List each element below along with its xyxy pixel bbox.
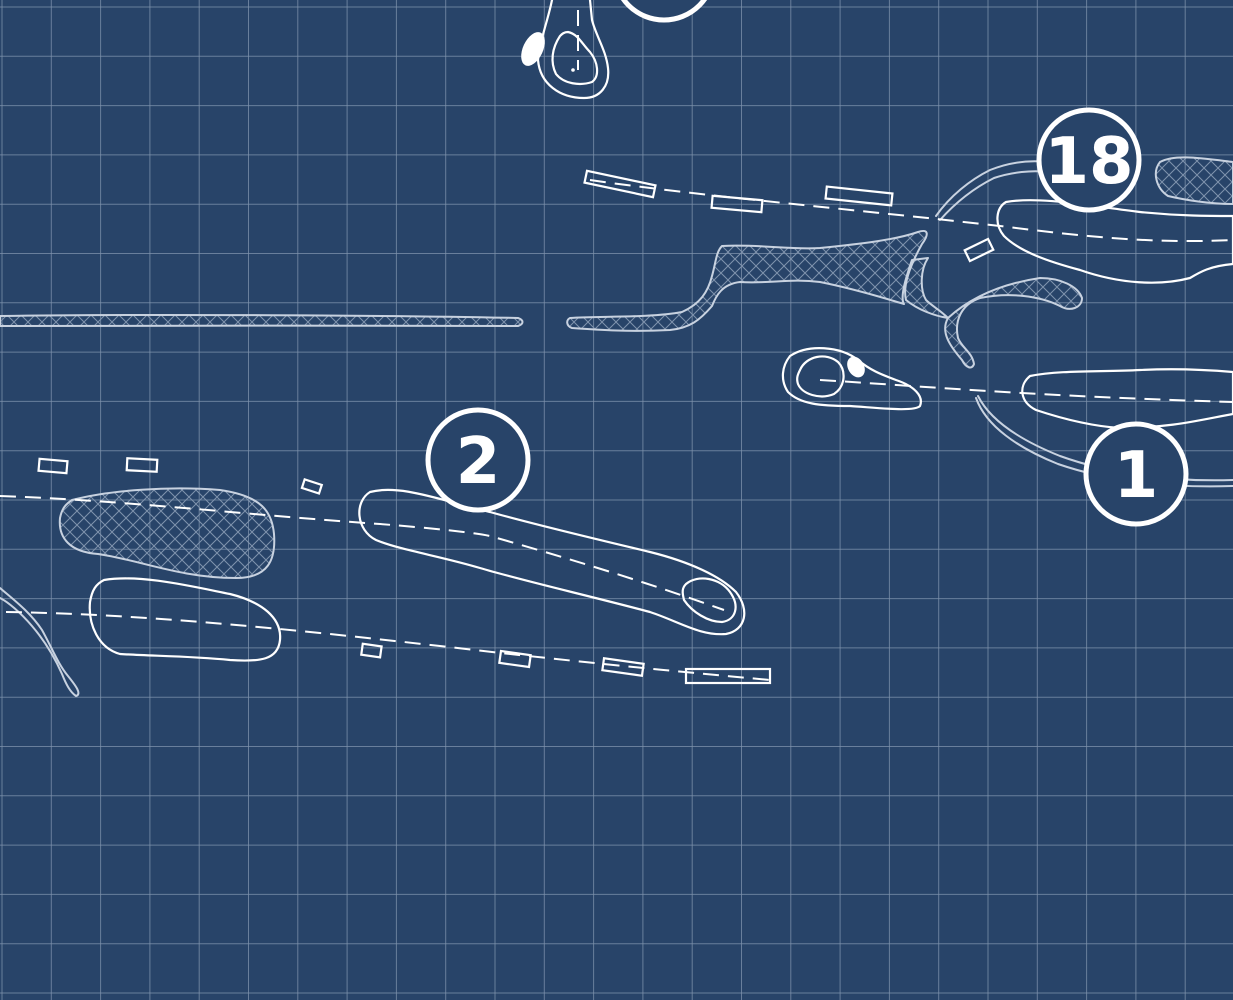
fairway-hole-2: [358, 488, 746, 636]
tee-box: [710, 194, 764, 214]
creek-hole-18: [935, 160, 1049, 217]
fairway-hole-1: [1021, 368, 1233, 430]
hole-marker-17[interactable]: 17: [614, 0, 714, 23]
green-hole-1-inner: [796, 355, 845, 398]
creek-right: [944, 277, 1083, 369]
tee-box: [360, 642, 383, 659]
play-lines: [0, 10, 1233, 681]
hole-number-17: 17: [619, 0, 708, 15]
fairway-hole-18: [996, 199, 1233, 284]
green-hole-2-inner: [681, 577, 737, 624]
play-line-hole-2: [0, 495, 725, 611]
tee-box: [601, 657, 645, 677]
water-hazards: [0, 156, 1233, 697]
tee-box: [684, 667, 772, 685]
hole-number-2: 2: [456, 425, 501, 499]
bunker-hole-1: [847, 356, 865, 378]
hole-marker-18[interactable]: 18: [1036, 107, 1142, 213]
fairways: [88, 0, 1233, 662]
creek-center: [566, 230, 949, 332]
hole-markers: 17 18 2 1: [425, 0, 1189, 527]
play-line-hole-1: [819, 379, 1233, 403]
bunker-hole-17: [521, 32, 545, 66]
fairway-lower-left: [88, 577, 282, 662]
tee-box: [37, 457, 69, 475]
stream-left: [0, 587, 80, 697]
water-upper-right: [1154, 156, 1233, 205]
tee-box: [300, 478, 324, 495]
lake-hole-2: [58, 487, 276, 579]
tee-box: [498, 649, 532, 669]
creek-hole-18-inner: [939, 170, 1049, 221]
tee-box: [125, 457, 159, 473]
play-line-lower: [5, 611, 771, 681]
hole-marker-2[interactable]: 2: [425, 407, 531, 513]
hole-number-18: 18: [1044, 125, 1133, 199]
green-hole-17-inner: [551, 30, 599, 85]
tee-boxes: [37, 169, 995, 685]
tee-box: [963, 237, 995, 263]
creek-left: [0, 313, 524, 327]
pin-hole-17: [571, 68, 575, 72]
tee-box: [583, 169, 657, 199]
play-line-hole-18: [589, 179, 1233, 243]
tee-box: [824, 185, 894, 207]
hole-marker-1[interactable]: 1: [1083, 421, 1189, 527]
hole-number-1: 1: [1114, 439, 1159, 513]
